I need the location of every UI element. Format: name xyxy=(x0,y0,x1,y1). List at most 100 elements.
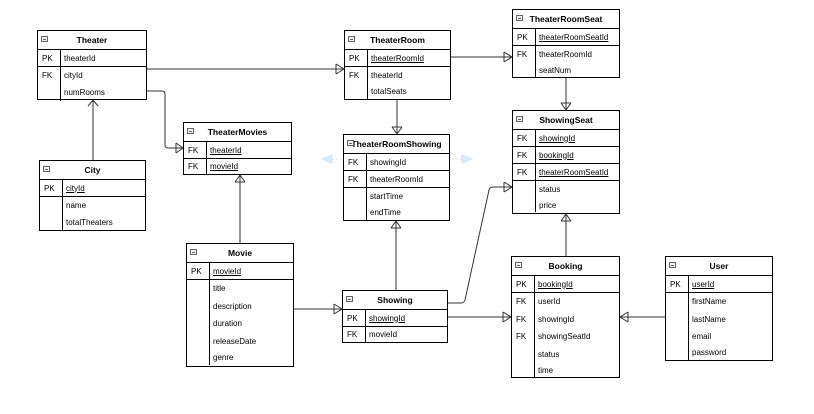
entity-header[interactable]: TheaterRoomShowing xyxy=(344,135,449,154)
field-label: email xyxy=(692,332,712,342)
entity-row[interactable]: startTime xyxy=(344,188,449,205)
field-label: theaterRoomSeatId xyxy=(539,167,609,177)
entity-showing[interactable]: Showing PK showingId FK movieId xyxy=(342,290,448,343)
key-label xyxy=(512,363,535,377)
key-label xyxy=(345,84,368,99)
entity-row[interactable]: endTime xyxy=(344,205,449,220)
entity-theaterroomseat[interactable]: TheaterRoomSeat PK theaterRoomSeatId FK … xyxy=(512,9,620,78)
entity-row[interactable]: genre xyxy=(187,350,293,365)
entity-row[interactable]: PK theaterRoomId xyxy=(345,50,450,67)
entity-movie[interactable]: Movie PK movieId title description durat… xyxy=(186,243,294,367)
entity-row[interactable]: releaseDate xyxy=(187,332,293,350)
entity-theaterroom[interactable]: TheaterRoom PK theaterRoomId FK theaterI… xyxy=(344,30,451,100)
entity-row[interactable]: FK showingSeatId xyxy=(512,328,619,346)
field-label: bookingId xyxy=(538,279,573,289)
entity-row[interactable]: FK theaterId xyxy=(345,67,450,84)
entity-header[interactable]: Theater xyxy=(38,31,146,50)
entity-header[interactable]: Movie xyxy=(187,244,293,263)
entity-theaterroomshowing[interactable]: TheaterRoomShowing FK showingId FK theat… xyxy=(343,134,450,221)
entity-booking[interactable]: Booking PK bookingId FK userId FK showin… xyxy=(511,256,620,378)
entity-row[interactable]: FK showingId xyxy=(512,310,619,328)
table-icon xyxy=(347,140,354,146)
key-label: PK xyxy=(187,263,210,279)
entity-row[interactable]: FK theaterRoomSeatId xyxy=(513,164,619,181)
entity-theatermovies[interactable]: TheaterMovies FK theaterId FK movieId xyxy=(183,122,292,175)
entity-row[interactable]: PK cityId xyxy=(40,180,145,197)
key-label xyxy=(187,350,210,365)
entity-header[interactable]: TheaterRoom xyxy=(345,31,450,50)
entity-row[interactable]: totalTheaters xyxy=(40,214,145,231)
entity-row[interactable]: email xyxy=(666,328,772,346)
entity-row[interactable]: PK theaterId xyxy=(38,50,146,67)
entity-row[interactable]: FK showingId xyxy=(344,154,449,171)
entity-row[interactable]: FK theaterRoomId xyxy=(513,46,619,63)
field-label: showingId xyxy=(370,157,407,167)
entity-row[interactable]: status xyxy=(513,181,619,198)
field-label: title xyxy=(213,284,226,294)
key-label: FK xyxy=(513,147,536,163)
key-label xyxy=(666,293,689,311)
field-label: genre xyxy=(213,353,234,362)
entity-row[interactable]: description xyxy=(187,297,293,315)
table-icon xyxy=(346,296,353,302)
entity-header[interactable]: TheaterMovies xyxy=(184,123,291,142)
key-label: PK xyxy=(513,29,536,45)
entity-theater[interactable]: Theater PK theaterId FK cityId numRooms xyxy=(37,30,147,101)
entity-row[interactable]: FK bookingId xyxy=(513,147,619,164)
entity-header[interactable]: ShowingSeat xyxy=(513,111,619,130)
entity-row[interactable]: lastName xyxy=(666,310,772,328)
entity-city[interactable]: City PK cityId name totalTheaters xyxy=(39,160,146,231)
entity-row[interactable]: title xyxy=(187,280,293,298)
entity-row[interactable]: password xyxy=(666,345,772,360)
table-icon xyxy=(348,36,355,42)
entity-user[interactable]: User PK userId firstName lastName email … xyxy=(665,256,773,361)
entity-header[interactable]: Booking xyxy=(512,257,619,276)
key-label xyxy=(187,280,210,298)
entity-title: TheaterRoomShowing xyxy=(351,139,442,149)
key-label xyxy=(512,345,535,363)
entity-row[interactable]: status xyxy=(512,345,619,363)
entity-row[interactable]: totalSeats xyxy=(345,84,450,99)
entity-showingseat[interactable]: ShowingSeat FK showingId FK bookingId FK… xyxy=(512,110,620,214)
key-label xyxy=(513,198,536,212)
entity-row[interactable]: PK movieId xyxy=(187,263,293,280)
table-icon xyxy=(669,262,676,268)
entity-row[interactable]: numRooms xyxy=(38,84,146,101)
key-label: FK xyxy=(513,130,536,146)
key-label xyxy=(666,345,689,360)
field-label: description xyxy=(213,301,252,311)
entity-row[interactable]: firstName xyxy=(666,293,772,311)
field-label: firstName xyxy=(692,297,727,307)
entity-row[interactable]: name xyxy=(40,197,145,214)
key-label xyxy=(187,332,210,350)
entity-row[interactable]: PK bookingId xyxy=(512,276,619,293)
table-icon xyxy=(41,36,48,42)
entity-row[interactable]: PK theaterRoomSeatId xyxy=(513,29,619,46)
entity-row[interactable]: price xyxy=(513,198,619,212)
entity-row[interactable]: FK showingId xyxy=(513,130,619,147)
entity-row[interactable]: FK userId xyxy=(512,293,619,311)
entity-row[interactable]: PK showingId xyxy=(343,310,447,327)
entity-header[interactable]: TheaterRoomSeat xyxy=(513,10,619,29)
key-label: FK xyxy=(344,171,367,187)
field-label: status xyxy=(538,349,560,359)
table-icon xyxy=(516,15,523,21)
entity-row[interactable]: duration xyxy=(187,315,293,333)
entity-header[interactable]: City xyxy=(40,161,145,180)
entity-row[interactable]: FK movieId xyxy=(184,159,291,174)
entity-row[interactable]: seatNum xyxy=(513,63,619,77)
field-label: numRooms xyxy=(64,88,105,97)
entity-header[interactable]: Showing xyxy=(343,291,447,310)
entity-row[interactable]: FK movieId xyxy=(343,327,447,342)
entity-row[interactable]: time xyxy=(512,363,619,377)
key-label xyxy=(513,63,536,77)
entity-title: TheaterMovies xyxy=(207,127,268,137)
entity-row[interactable]: FK cityId xyxy=(38,67,146,84)
field-label: totalTheaters xyxy=(66,218,113,227)
entity-row[interactable]: FK theaterId xyxy=(184,142,291,159)
field-label: movieId xyxy=(213,266,242,276)
entity-row[interactable]: FK theaterRoomId xyxy=(344,171,449,188)
entity-row[interactable]: PK userId xyxy=(666,276,772,293)
entity-header[interactable]: User xyxy=(666,257,772,276)
key-label xyxy=(40,197,63,214)
